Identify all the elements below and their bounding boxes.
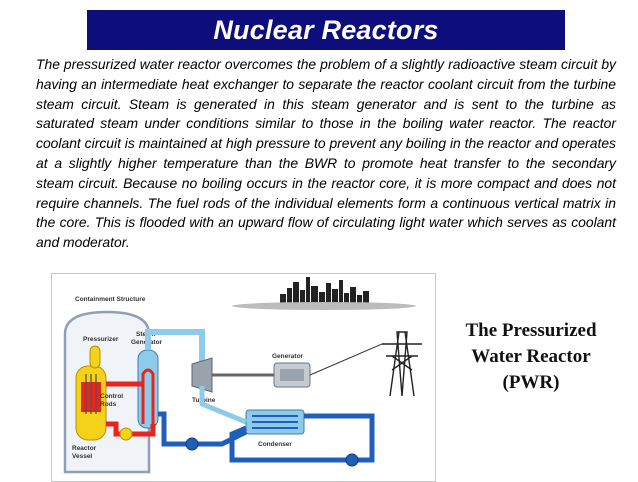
cooling-pump [345,453,359,467]
caption-line-3: (PWR) [502,372,560,393]
label-reactor: Reactor [72,445,97,452]
primary-cold-leg [106,421,156,437]
body-paragraph: The pressurized water reactor overcomes … [36,56,616,251]
caption-line-1: The Pressurized [465,320,597,341]
label-pressurizer: Pressurizer [83,336,119,343]
feedwater-line [158,411,248,447]
city-skyline [280,277,369,304]
turbine-exhaust [199,386,247,425]
label-containment: Containment Structure [75,296,146,303]
label-vessel: Vessel [72,453,92,460]
label-control: Control [100,393,123,400]
generator-core [280,369,304,381]
cooling-water-loop [229,413,375,463]
primary-pump [119,427,133,441]
turbine [191,357,213,393]
slide-title: Nuclear Reactors [213,14,439,45]
feedwater-pump [185,437,199,451]
caption-line-2: Water Reactor [471,346,591,367]
label-condenser: Condenser [258,441,292,448]
steam-generator-tubes [141,368,155,424]
skyline-ground [232,302,416,310]
label-generator: Generator [272,353,304,360]
steam-generator [137,349,159,429]
power-line [309,343,383,376]
condenser-coils [252,415,298,429]
label-rods: Rods [100,401,117,408]
slide-title-bar: Nuclear Reactors [87,10,565,50]
diagram-caption: The Pressurized Water Reactor (PWR) [448,318,614,396]
transmission-tower [382,331,422,397]
steam-line [145,329,205,364]
pwr-diagram: Containment Structure Pressurizer Steam … [51,273,436,482]
pressurizer [89,345,101,369]
